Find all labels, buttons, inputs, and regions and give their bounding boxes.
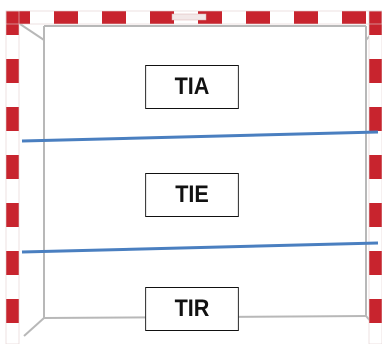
left-post-stripe xyxy=(6,227,19,251)
right-post-stripe xyxy=(369,179,382,203)
left-post-stripe xyxy=(6,299,19,323)
left-post-stripe xyxy=(6,35,19,59)
crossbar-brand-mark xyxy=(172,14,206,20)
crossbar-stripe xyxy=(30,11,54,24)
right-post-stripe xyxy=(369,131,382,155)
crossbar-stripe xyxy=(342,11,366,24)
right-post-stripe xyxy=(369,203,382,227)
zone-label-bottom: TIR xyxy=(145,287,239,331)
crossbar-stripe xyxy=(102,11,126,24)
right-post-stripe xyxy=(369,107,382,131)
crossbar-stripe xyxy=(222,11,246,24)
left-post-stripe xyxy=(6,179,19,203)
crossbar-stripe xyxy=(54,11,78,24)
crossbar-stripe xyxy=(126,11,150,24)
right-post-stripe xyxy=(369,299,382,323)
crossbar-stripe xyxy=(150,11,174,24)
left-post-stripe xyxy=(6,323,19,344)
left-post-stripe xyxy=(6,11,19,35)
left-post-stripe xyxy=(6,203,19,227)
right-post-stripe xyxy=(369,59,382,83)
zone-divider-lower xyxy=(22,243,378,252)
right-post-stripe xyxy=(369,323,382,344)
right-post-stripe xyxy=(369,11,382,35)
crossbar-stripe xyxy=(318,11,342,24)
right-post-stripe xyxy=(369,155,382,179)
zone-label-top: TIA xyxy=(145,65,239,109)
right-post-stripe xyxy=(369,275,382,299)
right-post-stripe xyxy=(369,83,382,107)
left-post-stripe xyxy=(6,83,19,107)
left-post-stripe xyxy=(6,107,19,131)
crossbar-stripe xyxy=(270,11,294,24)
left-post-stripe xyxy=(6,155,19,179)
right-post-stripe xyxy=(369,251,382,275)
zone-divider-upper xyxy=(22,132,378,141)
left-post-stripe xyxy=(6,131,19,155)
left-post-stripe xyxy=(6,275,19,299)
left-post-stripe xyxy=(6,251,19,275)
crossbar-stripe xyxy=(78,11,102,24)
left-post-stripe xyxy=(6,59,19,83)
right-post-stripe xyxy=(369,35,382,59)
crossbar-stripe xyxy=(246,11,270,24)
right-post-stripe xyxy=(369,227,382,251)
zone-label-middle: TIE xyxy=(145,173,239,217)
crossbar-stripe xyxy=(294,11,318,24)
